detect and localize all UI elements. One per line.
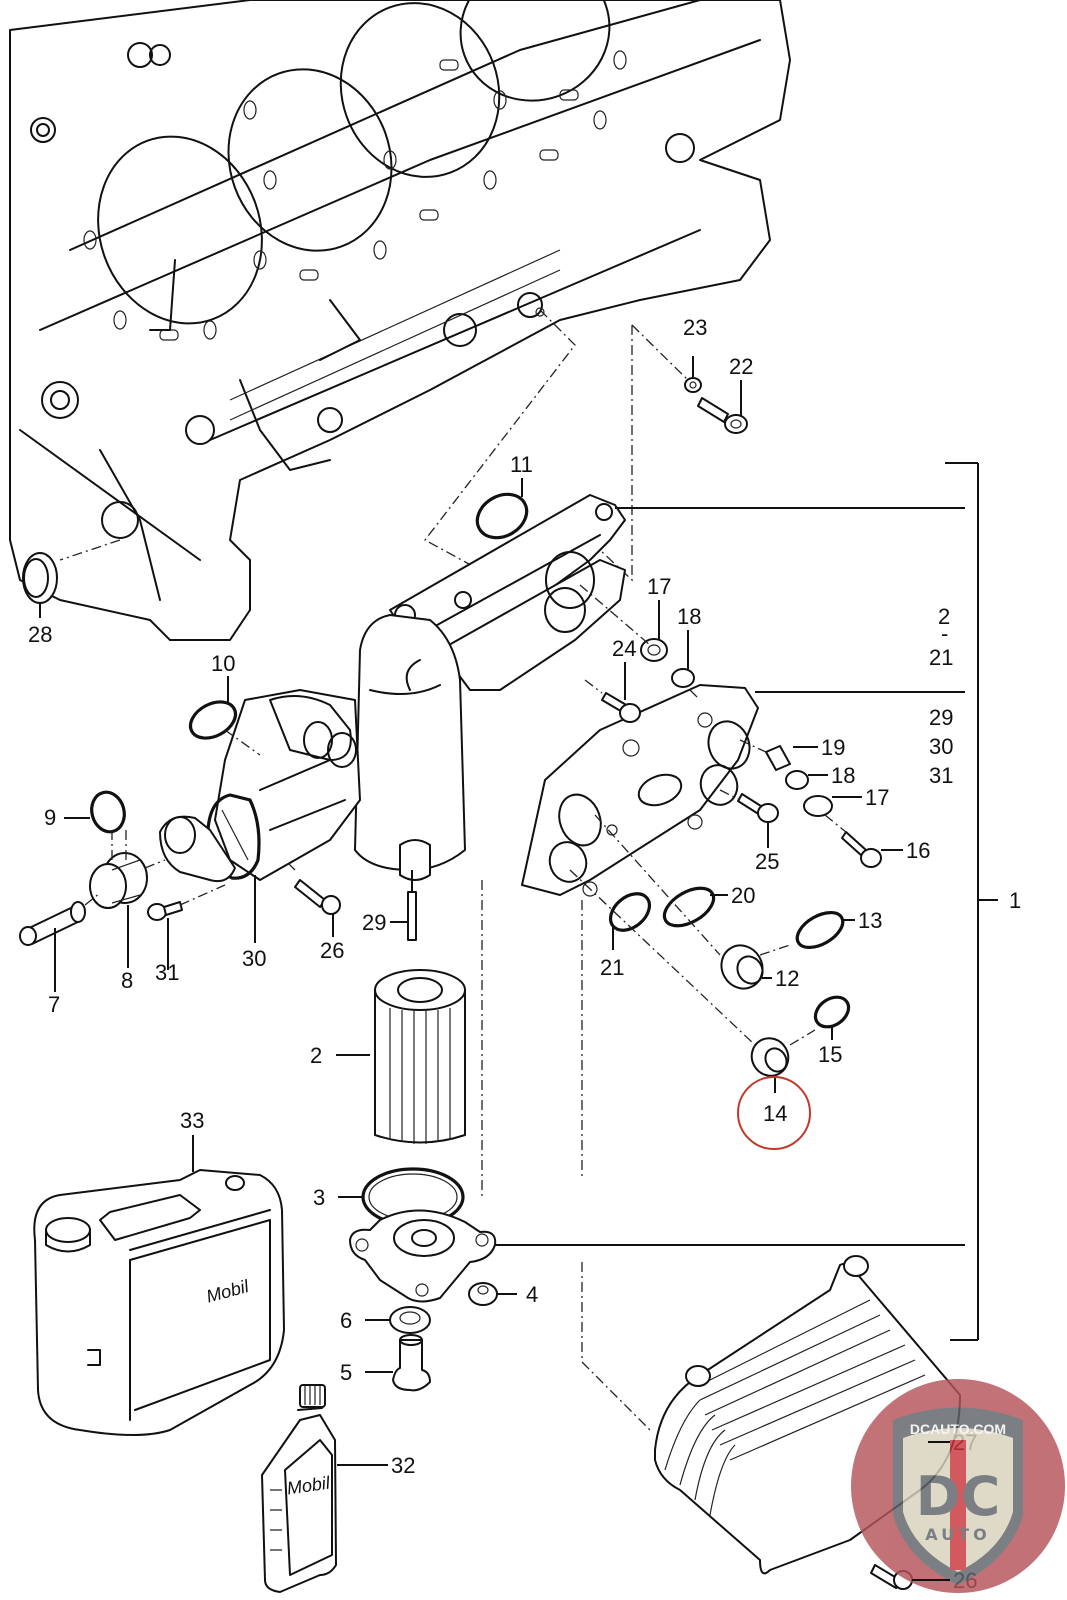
callout-labels: 1 2 3 4 5 6 7 8 9 10 11 12 13 14 15 16 1… [28, 315, 1021, 1593]
part-6-washer [389, 1306, 431, 1334]
range-top: 2 [938, 604, 950, 629]
callout-14: 14 [763, 1101, 787, 1126]
dcauto-watermark: DCAUTO.COM DC AUTO [851, 1379, 1065, 1593]
callout-33: 33 [180, 1108, 204, 1133]
dash-line [424, 309, 576, 571]
callout-11: 11 [510, 452, 533, 477]
part-8-sleeve [89, 852, 148, 909]
range-extra-31: 31 [929, 763, 953, 788]
part-12-plug [720, 944, 764, 990]
part-5-plug [392, 1334, 431, 1392]
callout-24: 24 [612, 636, 636, 661]
callout-8: 8 [121, 968, 133, 993]
part-28-seal [22, 552, 58, 604]
part-15-oring [813, 995, 851, 1029]
part-11-oring [475, 492, 529, 540]
callout-2: 2 [310, 1043, 322, 1068]
part-19-pin [765, 745, 791, 771]
part-17-washer [640, 638, 668, 662]
callout-6: 6 [340, 1308, 352, 1333]
callout-25: 25 [755, 849, 779, 874]
range-extra-29: 29 [929, 705, 953, 730]
callout-10: 10 [211, 651, 235, 676]
part-14-highlight-circle [737, 1076, 811, 1150]
callout-1: 1 [1009, 888, 1021, 913]
callout-13: 13 [858, 908, 882, 933]
part-2-filter-element [374, 969, 466, 1144]
callout-3: 3 [313, 1185, 325, 1210]
part-31-bolt [147, 901, 183, 921]
part-18-washer [671, 668, 695, 688]
callout-5: 5 [340, 1360, 352, 1385]
part-13-oring [795, 910, 845, 950]
oil-bottle-32 [261, 1384, 337, 1593]
callout-22: 22 [729, 354, 753, 379]
part-7-shaft [19, 901, 86, 946]
callout-30: 30 [242, 946, 266, 971]
range-extra-30: 30 [929, 734, 953, 759]
callout-18-lower: 18 [831, 763, 855, 788]
callout-26-upper: 26 [320, 938, 344, 963]
callout-9: 9 [44, 805, 56, 830]
watermark-site: DCAUTO.COM [910, 1421, 1006, 1437]
callout-17-upper: 17 [647, 574, 671, 599]
callout-28: 28 [28, 622, 52, 647]
assembly-bracket [615, 462, 998, 1341]
oil-canister-33 [33, 1169, 285, 1436]
callout-20: 20 [731, 883, 755, 908]
part-14-plug [750, 1037, 790, 1077]
part-4-drain-plug [468, 1282, 498, 1306]
callout-16: 16 [906, 838, 930, 863]
callout-12: 12 [775, 966, 799, 991]
watermark-word: AUTO [925, 1525, 990, 1544]
part-25-bolt [737, 793, 779, 823]
callout-17-lower: 17 [865, 785, 889, 810]
callout-4: 4 [526, 1282, 538, 1307]
callout-23: 23 [683, 315, 707, 340]
part-24-bolt [601, 692, 641, 723]
part-18-washer-lower [785, 770, 809, 790]
callout-18-upper: 18 [677, 604, 701, 629]
watermark-letters: DC [916, 1465, 1000, 1528]
part-29-stud [407, 891, 417, 941]
part-23-washer [684, 377, 702, 393]
oil-cooler-plate [521, 684, 759, 897]
callout-32: 32 [391, 1453, 415, 1478]
dash-line [599, 325, 633, 582]
part-22-bolt [697, 397, 748, 434]
callout-15: 15 [818, 1042, 842, 1067]
range-bottom: 21 [929, 645, 953, 670]
part-9-oring [90, 790, 126, 834]
part-16-bolt [841, 831, 882, 868]
part-26-bolt [294, 879, 341, 915]
oil-filter-housing [206, 494, 626, 881]
callout-31: 31 [155, 960, 179, 985]
coupling-flange [159, 815, 236, 883]
callout-19: 19 [821, 735, 845, 760]
callout-29: 29 [362, 910, 386, 935]
part-10-oring [188, 700, 238, 740]
range-dash: - [941, 621, 948, 646]
assembly-range-labels: 2 - 21 29 30 31 [929, 604, 953, 788]
watermark-stripe [950, 1440, 966, 1570]
part-20-oring [662, 886, 716, 928]
engine-block [9, 0, 791, 641]
callout-7: 7 [48, 992, 60, 1017]
part-21-oring [608, 892, 652, 932]
callout-21: 21 [600, 955, 624, 980]
part-17-washer-lower [803, 795, 833, 817]
